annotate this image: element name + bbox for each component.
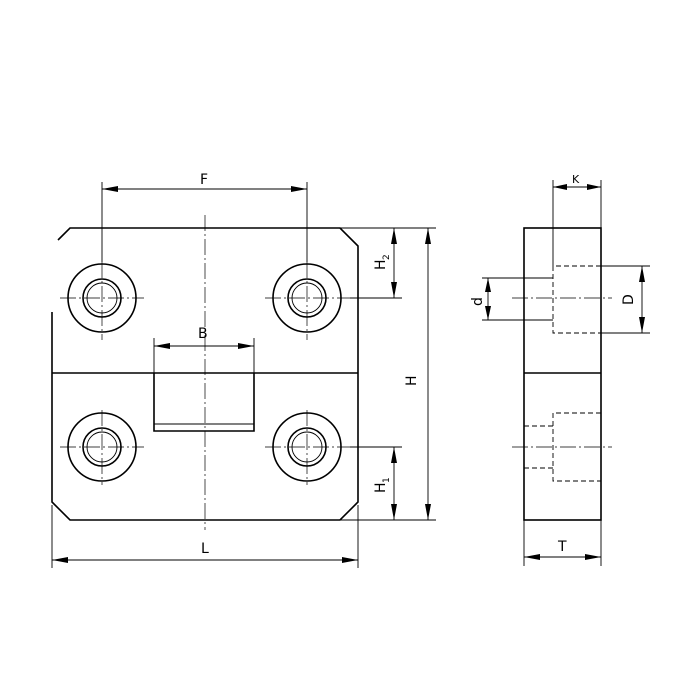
label-H2-subscript: 2 <box>382 254 392 260</box>
dimension-B: B <box>153 326 255 373</box>
label-H1: H <box>373 482 389 493</box>
dimension-T: T <box>523 520 602 566</box>
label-L: L <box>201 541 209 557</box>
dimension-D: D <box>601 265 650 334</box>
front-view <box>51 215 359 530</box>
side-view <box>512 227 612 521</box>
center-slot <box>153 373 255 432</box>
label-T: T <box>557 539 567 555</box>
dimension-d: d <box>470 277 553 321</box>
dimension-H2: H 2 <box>350 227 402 299</box>
side-hidden-counterbore-bottom <box>552 412 601 482</box>
side-hidden-counterbore-top <box>552 265 601 334</box>
side-outline <box>523 227 602 521</box>
label-K: K <box>572 173 580 186</box>
label-H1-subscript: 1 <box>382 477 392 483</box>
dimension-H1: H 1 <box>350 446 402 521</box>
dimension-H: H <box>340 227 436 521</box>
dimension-L: L <box>51 505 359 568</box>
dimension-F: F <box>101 172 308 262</box>
label-B: B <box>198 326 208 342</box>
dimension-K: K <box>552 173 602 266</box>
label-H: H <box>404 375 420 386</box>
label-F: F <box>200 172 208 188</box>
label-H2: H <box>373 259 389 270</box>
plate-outline-top <box>51 227 359 521</box>
label-D: D <box>621 294 637 305</box>
label-d: d <box>470 297 486 306</box>
